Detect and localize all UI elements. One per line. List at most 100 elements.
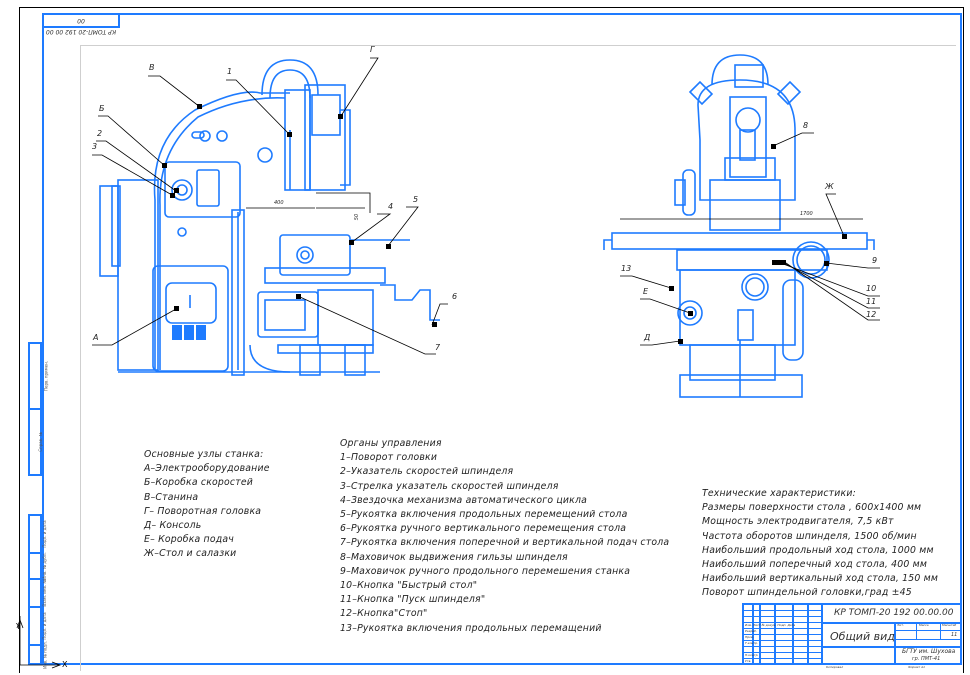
control-item: 3–Стрелка указатель скоростей шпинделя: [340, 480, 559, 492]
spec-item: Поворот шпиндельной головки,град ±45: [702, 587, 912, 599]
control-item: 7–Рукоятка включения поперечной и вертик…: [340, 537, 670, 549]
handwheel: [792, 241, 830, 279]
spec-item: Наибольший вертикальный ход стола, 150 м…: [702, 573, 939, 585]
label-4: 4: [388, 202, 394, 211]
format-label: Формат А1: [908, 665, 926, 669]
label-6: 6: [452, 292, 458, 301]
title-block-title: Общий вид: [830, 630, 895, 643]
front-view: [99, 59, 440, 376]
axis-x-label: X: [62, 660, 68, 669]
control-item: 5–Рукоятка включения продольных перемеще…: [340, 509, 628, 521]
main-unit-item: Е– Коробка подач: [144, 534, 234, 546]
main-units-heading: Основные узлы станка:: [144, 449, 264, 460]
tb-role-developer: Разраб.: [745, 629, 757, 633]
control-item: 9–Маховичок ручного продольного перемеше…: [340, 565, 631, 577]
tb-mass-header: Масса: [919, 623, 929, 627]
side-head-arch: [711, 54, 769, 86]
control-item: 12–Кнопка"Стоп": [340, 608, 428, 620]
main-unit-item: Г– Поворотная головка: [144, 505, 262, 517]
control-item: 6–Рукоятка ручного вертикального перемещ…: [340, 523, 627, 535]
label-5: 5: [413, 195, 419, 204]
spec-item: Частота оборотов шпинделя, 1500 об/мин: [702, 530, 917, 542]
label-B: Б: [99, 104, 105, 113]
label-1: 1: [227, 67, 233, 76]
head-arch: [261, 59, 319, 96]
leaders: [92, 57, 880, 355]
control-item: 4–Звездочка механизма автоматического ци…: [340, 494, 588, 506]
tb-scale-header: Масштаб: [942, 623, 957, 627]
sheet-outer-border: [19, 7, 964, 673]
label-9: 9: [872, 256, 878, 265]
copied-label: Копировал: [826, 665, 844, 669]
spindle-head: [284, 89, 311, 191]
tb-col-headers: Изм. Лист № докум. Подп. Дата: [745, 623, 796, 627]
speed-box: [164, 161, 241, 218]
side-cell-ref-no: Справ. №: [28, 408, 43, 476]
mirrored-document-code: КР ТОМП-20 192 00 00 00: [42, 13, 120, 35]
label-8: 8: [803, 121, 809, 130]
control-item: 2–Указатель скоростей шпинделя: [340, 466, 514, 478]
tb-role-tcontrol: Т.контр.: [745, 641, 759, 645]
tb-role-checker: Пров.: [745, 635, 754, 639]
spec-item: Наибольший продольный ход стола, 1000 мм: [702, 544, 934, 556]
tb-organization: БГТУ им. Шухова: [902, 648, 956, 655]
specs-legend: Технические характеристики: Размеры пове…: [702, 487, 938, 601]
feed-box: [279, 234, 351, 276]
control-item: 8–Маховичок выдвижения гильзы шпинделя: [340, 551, 568, 563]
label-3: 3: [92, 142, 98, 151]
leader-dots: [162, 104, 847, 344]
control-item: 1–Поворот головки: [340, 452, 438, 464]
label-11: 11: [866, 297, 877, 306]
dim-front-height: 50: [354, 213, 361, 221]
side-cell-orig-inv: Инв. № подл.: [28, 641, 47, 668]
spec-item: Наибольший поперечный ход стола, 400 мм: [702, 559, 928, 571]
label-V: В: [149, 63, 155, 72]
control-item: 13–Рукоятка включения продольных перемащ…: [340, 622, 602, 634]
side-strip: Перв. примен. Справ. № Подп. и дата Инв.…: [28, 342, 49, 668]
main-unit-item: Б–Коробка скоростей: [144, 477, 253, 489]
electrical-cabinet: [152, 265, 229, 372]
title-block: КР ТОМП-20 192 00.00.00 Общий вид Лит. М…: [742, 603, 962, 665]
label-7: 7: [435, 343, 441, 352]
label-A: А: [93, 333, 99, 342]
speed-dial: [171, 179, 193, 201]
dim-front-width: 400: [274, 200, 284, 206]
dim-side-width: 1700: [800, 211, 813, 217]
label-G: Г: [370, 45, 375, 54]
controls-legend: Органы управления 1–Поворот головки 2–Ук…: [340, 437, 669, 636]
label-10: 10: [866, 284, 877, 293]
main-unit-item: А–Электрооборудование: [144, 463, 270, 475]
main-unit-item: В–Станина: [144, 491, 199, 503]
label-Zh: Ж: [825, 182, 834, 191]
title-block-document-code: КР ТОМП-20 192 00.00.00: [834, 608, 954, 618]
main-unit-item: Ж–Стол и салазки: [144, 548, 237, 560]
label-13: 13: [621, 264, 632, 273]
tb-role-approved: Утв.: [745, 659, 752, 663]
main-unit-item: Д– Консоль: [144, 520, 202, 532]
label-D: Д: [644, 333, 651, 342]
control-item: 11–Кнопка "Пуск шпинделя": [340, 594, 486, 606]
side-view: [603, 54, 875, 398]
spec-item: Размеры поверхности стола , 600х1400 мм: [702, 502, 922, 514]
specs-heading: Технические характеристики:: [702, 488, 856, 499]
drawing-frame: [42, 13, 962, 665]
main-units-legend: Основные узлы станка: А–Электрооборудова…: [144, 448, 270, 562]
controls-heading: Органы управления: [340, 438, 442, 449]
label-12: 12: [866, 310, 877, 319]
spec-item: Мощность электродвигателя, 7,5 кВт: [702, 516, 894, 528]
tb-lit-header: Лит.: [897, 623, 904, 627]
tb-role-ncontrol: Н.контр.: [745, 653, 759, 657]
drawing-area-border: [80, 45, 956, 671]
ucs-axis-icon: [16, 616, 62, 669]
axis-y-label: Y: [16, 622, 21, 631]
motor-cap: [99, 185, 119, 277]
side-table: [611, 232, 868, 250]
tb-sheet-number: 11: [951, 632, 958, 638]
side-head-body: [697, 79, 796, 201]
label-2: 2: [97, 129, 103, 138]
label-E: Е: [643, 287, 649, 296]
control-item: 10–Кнопка "Быстрый стол": [340, 580, 478, 592]
tb-group: гр. ПМТ-41: [912, 656, 941, 662]
side-base: [679, 374, 803, 398]
